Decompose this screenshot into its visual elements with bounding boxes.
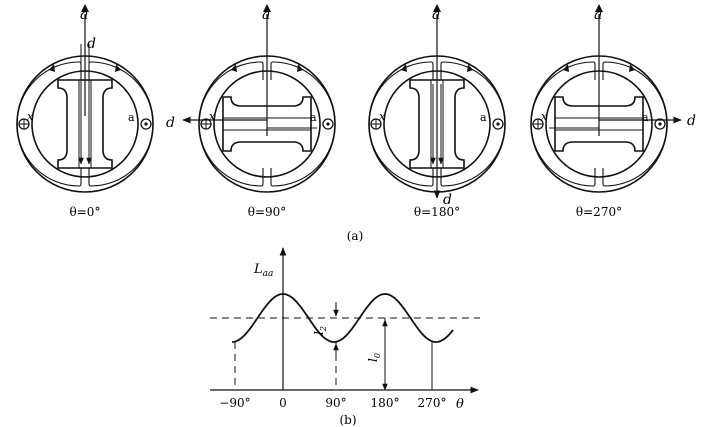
- angle-label-90: θ=90°: [248, 205, 287, 219]
- l2-label: l2: [312, 326, 328, 335]
- a-axis-label: a: [262, 7, 270, 23]
- angle-label-180: θ=180°: [414, 205, 460, 219]
- a-axis-label: a: [80, 7, 88, 23]
- d-axis-label: d: [687, 113, 696, 129]
- tick-270: 270°: [418, 396, 447, 410]
- y-axis-label: Laa: [253, 262, 273, 279]
- theta-axis-label: θ: [456, 397, 464, 412]
- d-axis-label: d: [166, 115, 175, 131]
- angle-label-270: θ=270°: [576, 205, 622, 219]
- tick-minus-90: −90°: [219, 396, 250, 410]
- conductor-a-label: a: [642, 111, 649, 124]
- a-axis-label: a: [432, 7, 440, 23]
- caption-b: (b): [339, 413, 356, 427]
- a-axis-label: a: [594, 7, 602, 23]
- d-axis-label: d: [443, 192, 452, 208]
- conductor-a-label: a: [310, 111, 317, 124]
- tick-0: 0: [279, 396, 287, 410]
- inductance-plot: Laa l2 l0 −90° 0 90° 180° 270° θ (b): [210, 247, 480, 427]
- tick-90: 90°: [325, 396, 346, 410]
- tick-180: 180°: [371, 396, 400, 410]
- conductor-a-label: a: [128, 111, 135, 124]
- angle-label-0: θ=0°: [70, 205, 101, 219]
- d-axis-label: d: [87, 36, 96, 52]
- rotor-90: a d x a: [166, 4, 336, 193]
- rotor-270: a d x a: [530, 4, 696, 193]
- inductance-curve: [231, 293, 454, 343]
- rotor-0: a d x a: [16, 4, 154, 193]
- rotor-180: a d x a: [368, 4, 506, 208]
- caption-a: (a): [347, 229, 364, 243]
- conductor-x-label: x: [209, 110, 216, 123]
- conductor-x-label: x: [541, 110, 548, 123]
- l0-label: l0: [366, 353, 382, 362]
- conductor-a-label: a: [480, 111, 487, 124]
- conductor-x-label: x: [27, 110, 34, 123]
- conductor-x-label: x: [379, 110, 386, 123]
